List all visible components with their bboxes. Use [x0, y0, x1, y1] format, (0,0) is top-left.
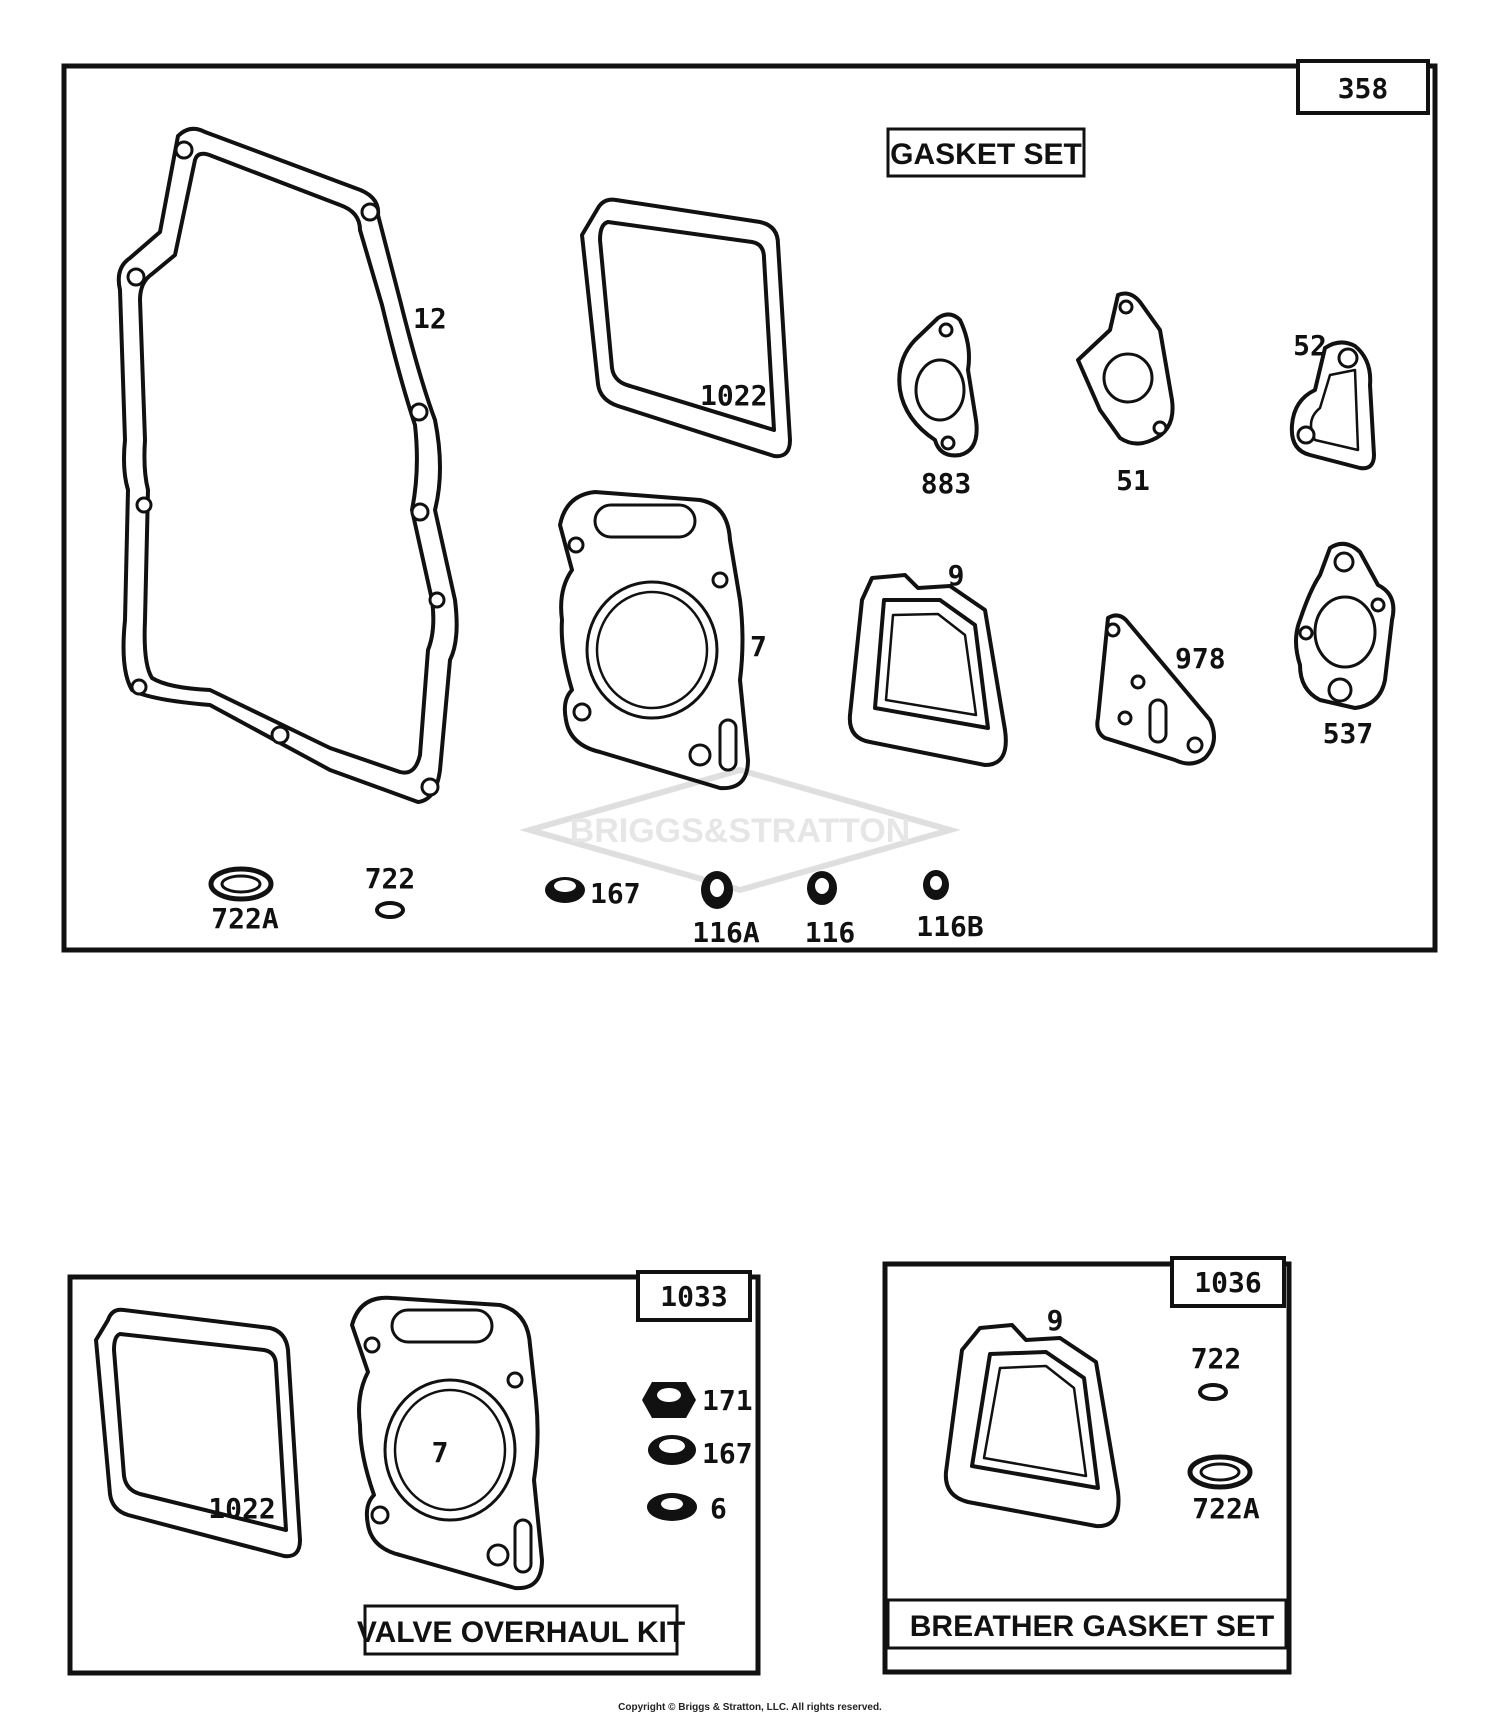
valve-kit-label-1022: 1022	[208, 1492, 275, 1525]
label-9: 9	[948, 559, 965, 592]
gasket-1022-valve-cover	[580, 197, 792, 459]
gasket-52	[1289, 340, 1376, 471]
gasket-set-title: GASKET SET	[890, 138, 1082, 171]
breather-kit-seal-722	[1198, 1383, 1228, 1401]
breather-kit-seal-722A	[1187, 1454, 1253, 1490]
gasket-7-cylinder-head	[558, 490, 750, 791]
gasket-set-frame	[61, 63, 1438, 953]
valve-kit-label-171: 171	[702, 1384, 753, 1417]
label-722A: 722A	[211, 902, 279, 935]
valve-kit-number: 1033	[660, 1280, 727, 1313]
valve-kit-gasket-7-cylinder-head	[350, 1295, 544, 1591]
label-978: 978	[1175, 642, 1226, 675]
label-116A: 116A	[692, 916, 760, 949]
seal-116B	[923, 870, 949, 900]
label-52: 52	[1293, 329, 1327, 362]
gasket-12-crankcase	[116, 126, 459, 804]
breather-gasket-set-panel: 1036 BREATHER GASKET SET 9 722 722A	[882, 1256, 1292, 1675]
label-167: 167	[590, 877, 641, 910]
valve-overhaul-kit-panel: 1033 VALVE OVERHAUL KIT 1022 7 171	[67, 1270, 761, 1676]
gasket-set-kit-box	[1296, 59, 1430, 115]
seal-116A	[701, 871, 733, 909]
breather-kit-label-9: 9	[1047, 1304, 1064, 1337]
gasket-set-title-box	[886, 127, 1086, 178]
gasket-537	[1294, 541, 1396, 710]
valve-kit-seal-6	[647, 1493, 697, 1521]
copyright-footer: Copyright © Briggs & Stratton, LLC. All …	[618, 1702, 882, 1713]
valve-kit-label-167: 167	[702, 1437, 753, 1470]
breather-kit-title-box	[886, 1598, 1288, 1650]
gasket-set-kit-number: 358	[1338, 72, 1389, 105]
breather-kit-gasket-9	[943, 1323, 1121, 1529]
valve-kit-title: VALVE OVERHAUL KIT	[357, 1616, 685, 1649]
label-883: 883	[921, 467, 972, 500]
valve-kit-number-box	[636, 1270, 752, 1322]
valve-kit-nut-171	[642, 1382, 696, 1418]
breather-kit-number: 1036	[1194, 1266, 1261, 1299]
label-537: 537	[1323, 717, 1374, 750]
seal-722	[375, 901, 405, 919]
seal-167	[545, 877, 585, 903]
gasket-9-breather	[847, 573, 1008, 767]
breather-kit-number-box	[1170, 1256, 1286, 1308]
briggs-stratton-watermark: BRIGGS&STRATTON	[519, 766, 961, 894]
valve-kit-seal-167	[648, 1435, 696, 1465]
breather-kit-label-722A: 722A	[1192, 1492, 1260, 1525]
gasket-883	[897, 312, 979, 458]
seal-116	[807, 871, 837, 905]
valve-kit-gasket-1022	[94, 1307, 302, 1559]
breather-kit-frame	[882, 1261, 1292, 1675]
valve-kit-label-6: 6	[710, 1492, 727, 1525]
label-116B: 116B	[916, 910, 983, 943]
label-7: 7	[750, 630, 767, 663]
valve-kit-title-box	[363, 1604, 679, 1656]
label-12: 12	[413, 302, 447, 335]
breather-kit-title: BREATHER GASKET SET	[910, 1610, 1274, 1643]
gasket-51	[1076, 291, 1175, 446]
valve-kit-label-7: 7	[432, 1436, 449, 1469]
gasket-set-panel: 358 GASKET SET BRIGGS&STRATTON 12	[61, 59, 1438, 953]
label-722: 722	[365, 862, 416, 895]
valve-kit-frame	[67, 1274, 761, 1676]
watermark-text: BRIGGS&STRATTON	[570, 812, 911, 850]
label-1022: 1022	[700, 379, 767, 412]
label-116: 116	[805, 916, 856, 949]
seal-722A	[208, 866, 274, 902]
label-51: 51	[1116, 464, 1150, 497]
breather-kit-label-722: 722	[1191, 1342, 1242, 1375]
gasket-978	[1095, 613, 1216, 766]
